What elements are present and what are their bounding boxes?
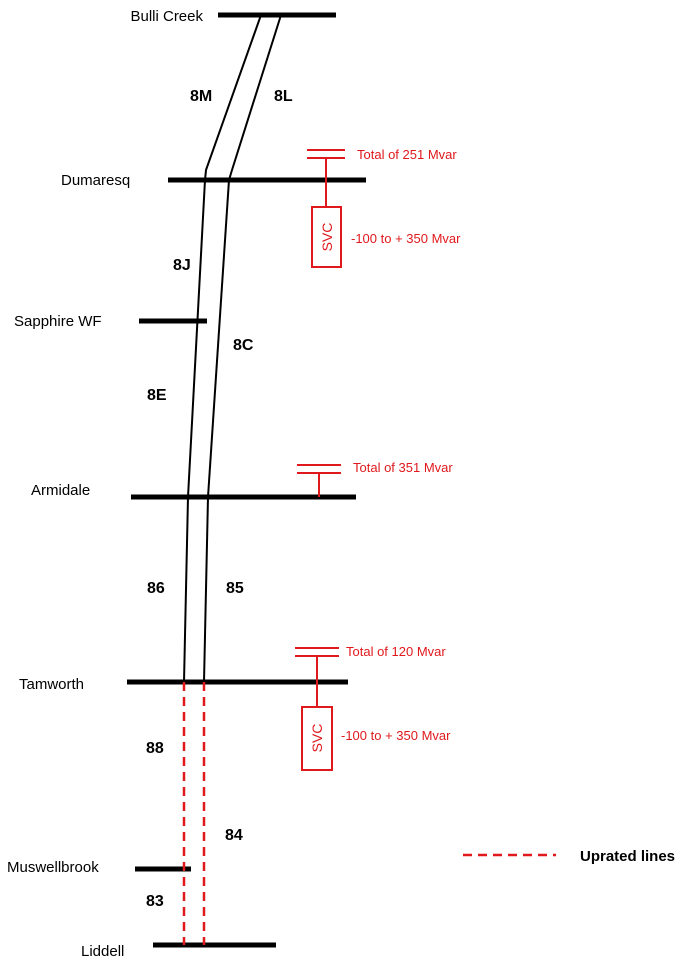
tamworth-svc-label: SVC xyxy=(309,724,325,753)
armidale-compensation xyxy=(297,464,341,497)
label-armidale: Armidale xyxy=(31,482,90,499)
line-8l xyxy=(228,14,282,181)
label-liddell: Liddell xyxy=(81,943,124,960)
label-muswellbrook: Muswellbrook xyxy=(7,859,99,876)
label-sapphire-wf: Sapphire WF xyxy=(14,313,102,330)
dumaresq-compensation xyxy=(307,149,345,268)
svc-box xyxy=(311,206,342,268)
line-label-8l: 8L xyxy=(274,88,293,105)
dumaresq-svc-label: SVC xyxy=(319,223,335,252)
line-label-8m: 8M xyxy=(190,88,212,105)
label-tamworth: Tamworth xyxy=(19,676,84,693)
tamworth-compensation xyxy=(295,647,339,771)
legend-uprated-label: Uprated lines xyxy=(580,848,675,865)
dumaresq-capacitor-total: Total of 251 Mvar xyxy=(357,147,457,162)
tamworth-capacitor-total: Total of 120 Mvar xyxy=(346,644,446,659)
line-85 xyxy=(203,496,209,683)
label-dumaresq: Dumaresq xyxy=(61,172,130,189)
line-label-85: 85 xyxy=(226,580,244,597)
busbars xyxy=(127,12,366,948)
line-8m xyxy=(204,14,262,181)
line-label-83: 83 xyxy=(146,893,164,910)
line-label-8e: 8E xyxy=(147,387,167,404)
existing-lines xyxy=(183,14,282,683)
line-label-84: 84 xyxy=(225,827,243,844)
armidale-capacitor-total: Total of 351 Mvar xyxy=(353,460,453,475)
svc-box xyxy=(301,706,333,771)
line-label-86: 86 xyxy=(147,580,165,597)
line-8c xyxy=(207,179,230,498)
line-label-8j: 8J xyxy=(173,257,191,274)
line-label-8c: 8C xyxy=(233,337,254,354)
tamworth-svc-range: -100 to + 350 Mvar xyxy=(341,728,451,743)
uprated-lines xyxy=(182,682,206,945)
legend: Uprated lines xyxy=(463,848,675,865)
line-86 xyxy=(183,496,189,683)
label-bulli-creek: Bulli Creek xyxy=(130,8,203,25)
line-8j-8e xyxy=(187,179,206,498)
line-label-88: 88 xyxy=(146,740,164,757)
dumaresq-svc-range: -100 to + 350 Mvar xyxy=(351,231,461,246)
